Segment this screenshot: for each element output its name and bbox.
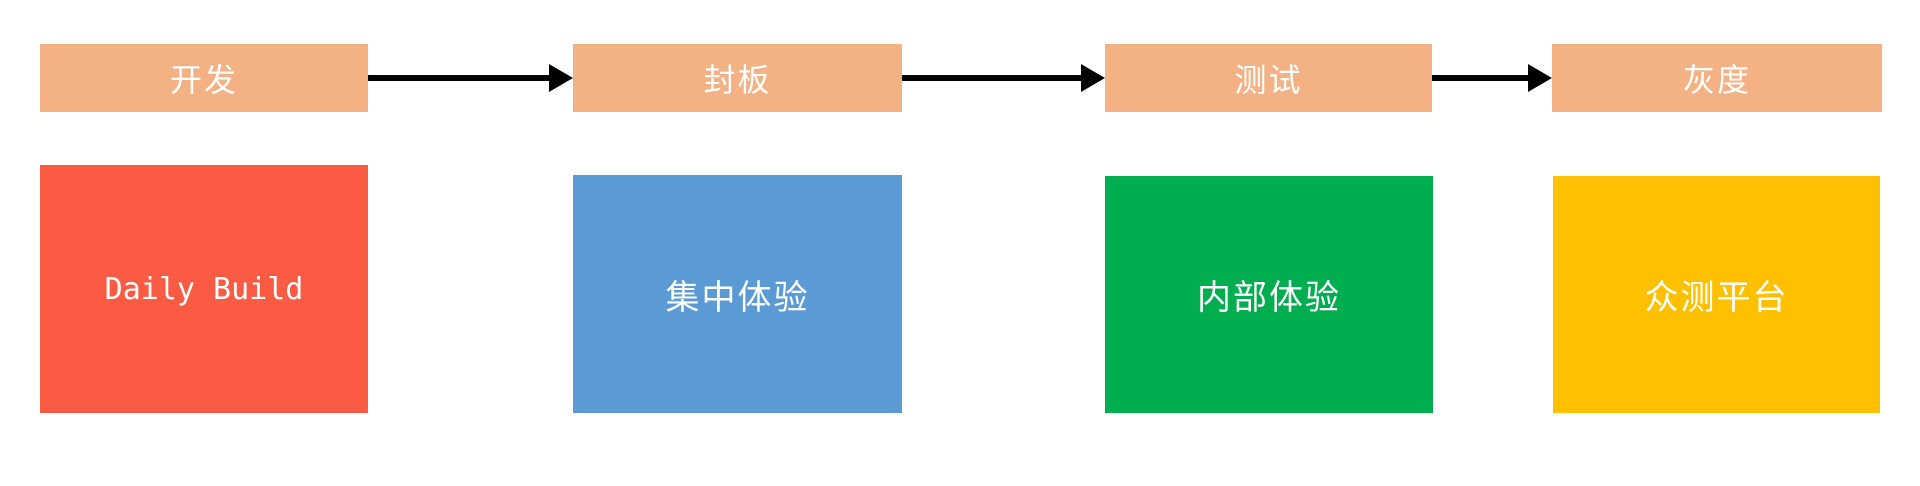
stage-label-gray-release: 灰度: [1682, 62, 1751, 98]
platform-box-centralized-experience: 集中体验: [573, 175, 902, 413]
stage-box-testing: 测试: [1105, 44, 1432, 112]
platform-label-crowdtest-platform: 众测平台: [1644, 280, 1789, 317]
arrowhead-right-icon: [1528, 64, 1552, 92]
arrowhead-right-icon: [1081, 64, 1105, 92]
arrowhead-right-icon: [549, 64, 573, 92]
stage-label-testing: 测试: [1234, 62, 1303, 98]
arrow-shaft: [902, 75, 1085, 81]
arrow-freeze-to-testing: [902, 64, 1105, 92]
stage-label-freeze: 封板: [703, 62, 772, 98]
arrow-development-to-freeze: [368, 64, 573, 92]
arrow-testing-to-gray: [1432, 64, 1552, 92]
platform-box-daily-build: Daily Build: [40, 165, 368, 413]
arrow-shaft: [368, 75, 553, 81]
platform-label-centralized-experience: 集中体验: [665, 279, 810, 317]
stage-box-gray-release: 灰度: [1552, 44, 1882, 112]
arrow-shaft: [1432, 75, 1532, 81]
stage-box-freeze: 封板: [573, 44, 902, 112]
platform-box-internal-experience: 内部体验: [1105, 176, 1433, 413]
stage-box-development: 开发: [40, 44, 368, 112]
stage-label-development: 开发: [169, 62, 238, 98]
platform-label-daily-build: Daily Build: [104, 271, 304, 307]
platform-label-internal-experience: 内部体验: [1197, 280, 1341, 317]
platform-box-crowdtest-platform: 众测平台: [1553, 176, 1880, 413]
